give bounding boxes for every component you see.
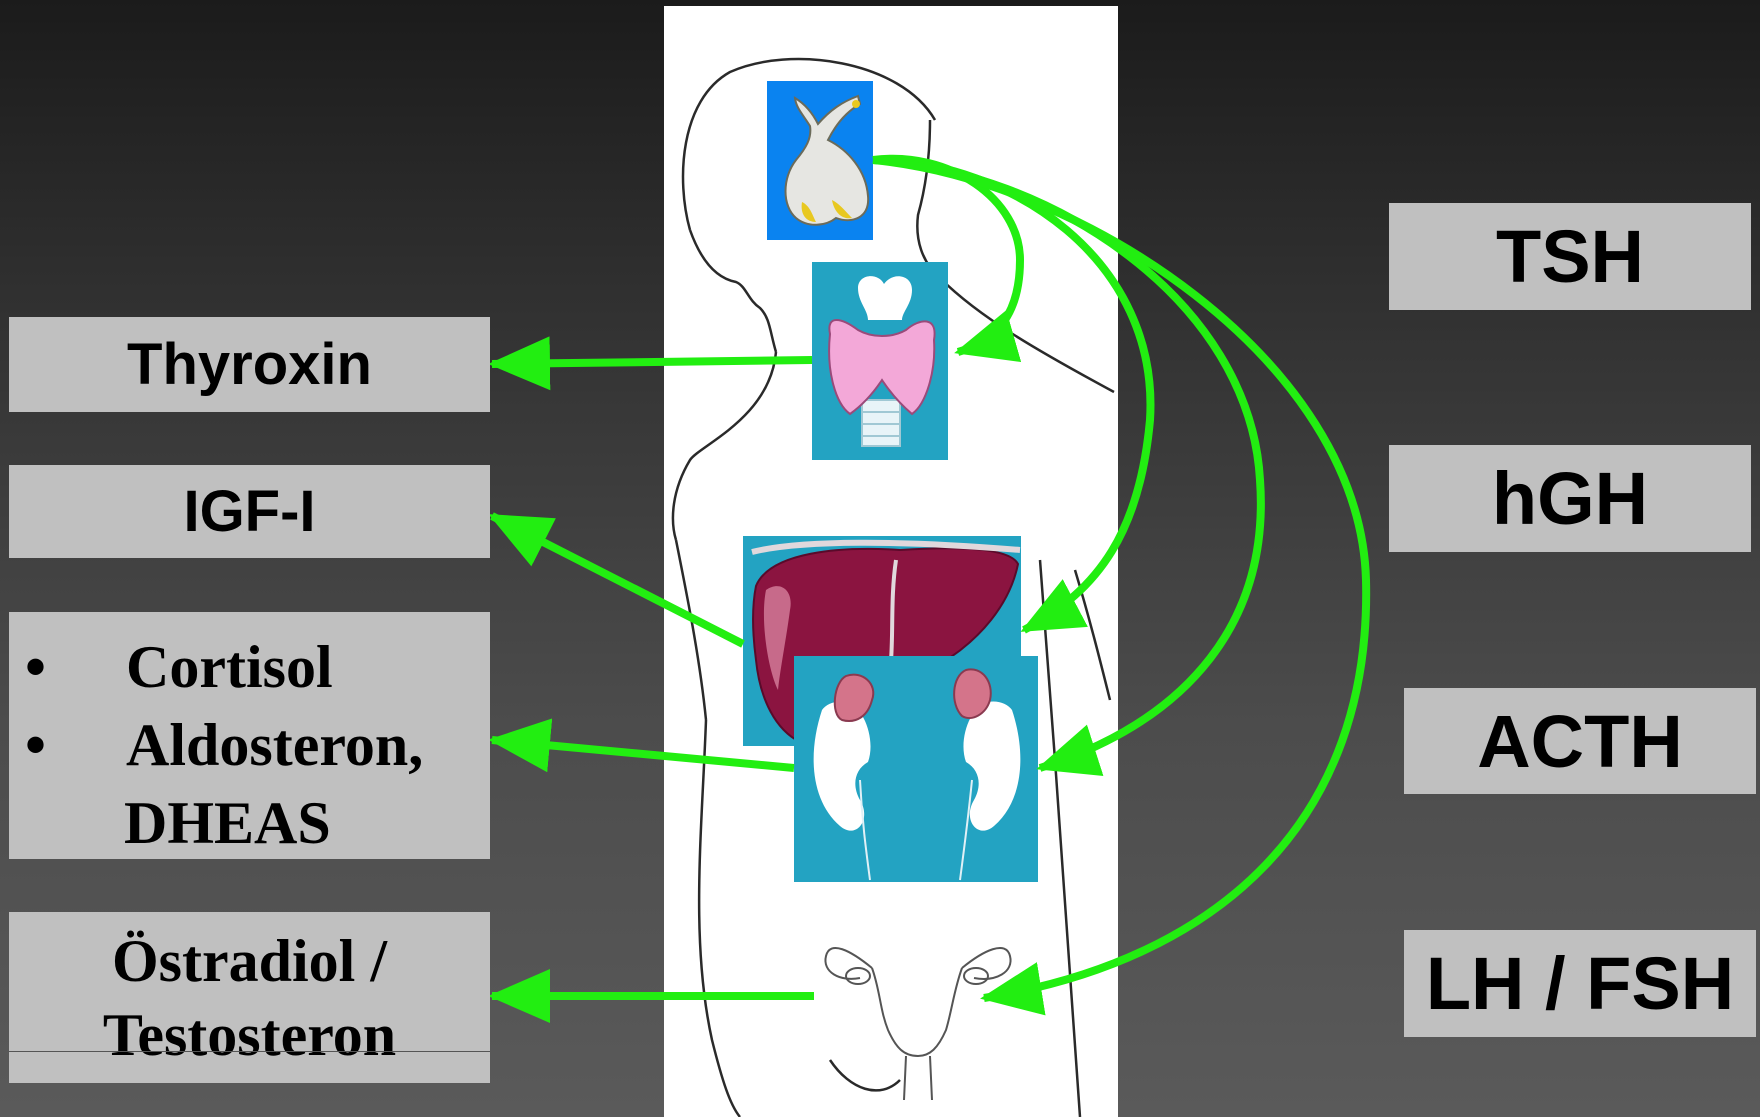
adrenal-hormone-list: • Cortisol • Aldosteron, [9,628,423,784]
igf-box: IGF-I [9,465,490,558]
cortisol-label: Cortisol [126,634,333,700]
lh-fsh-label: LH / FSH [1425,942,1735,1025]
arrow-adrenal [488,718,795,773]
acth-box: ACTH [1404,688,1756,794]
acth-label: ACTH [1477,699,1683,783]
thyroxin-label: Thyroxin [127,332,372,397]
thyroid-gland-icon [812,262,948,460]
thyroxin-box: Thyroxin [9,317,490,412]
gonadal-label-line2: Testosteron [102,1001,397,1068]
dheas-label: DHEAS [124,790,331,856]
arrow-igf [488,512,745,648]
divider [9,1051,490,1052]
pituitary-arrows [872,154,1371,1016]
kidney-adrenal-icon [794,656,1038,882]
list-item: • Cortisol [9,628,423,706]
arrow-lh-fsh [872,156,1371,1016]
igf-label: IGF-I [183,479,316,544]
hgh-label: hGH [1491,457,1649,540]
arrow-thyroxin [488,336,813,391]
tsh-box: TSH [1389,203,1751,310]
list-item: • Aldosteron, [9,706,423,784]
gonadal-label-line1: Östradiol / [111,927,387,994]
hgh-box: hGH [1389,445,1751,552]
pituitary-gland-icon [767,81,873,240]
output-arrows [488,336,814,1023]
gonadal-hormones-box: Östradiol / Testosteron [9,912,490,1083]
uterus-ovaries-icon [824,947,1012,1101]
lh-fsh-box: LH / FSH [1404,930,1756,1037]
aldosteron-label: Aldosteron, [126,712,424,778]
tsh-label: TSH [1496,215,1644,298]
adrenal-hormones-box: • Cortisol • Aldosteron, DHEAS [9,612,490,859]
